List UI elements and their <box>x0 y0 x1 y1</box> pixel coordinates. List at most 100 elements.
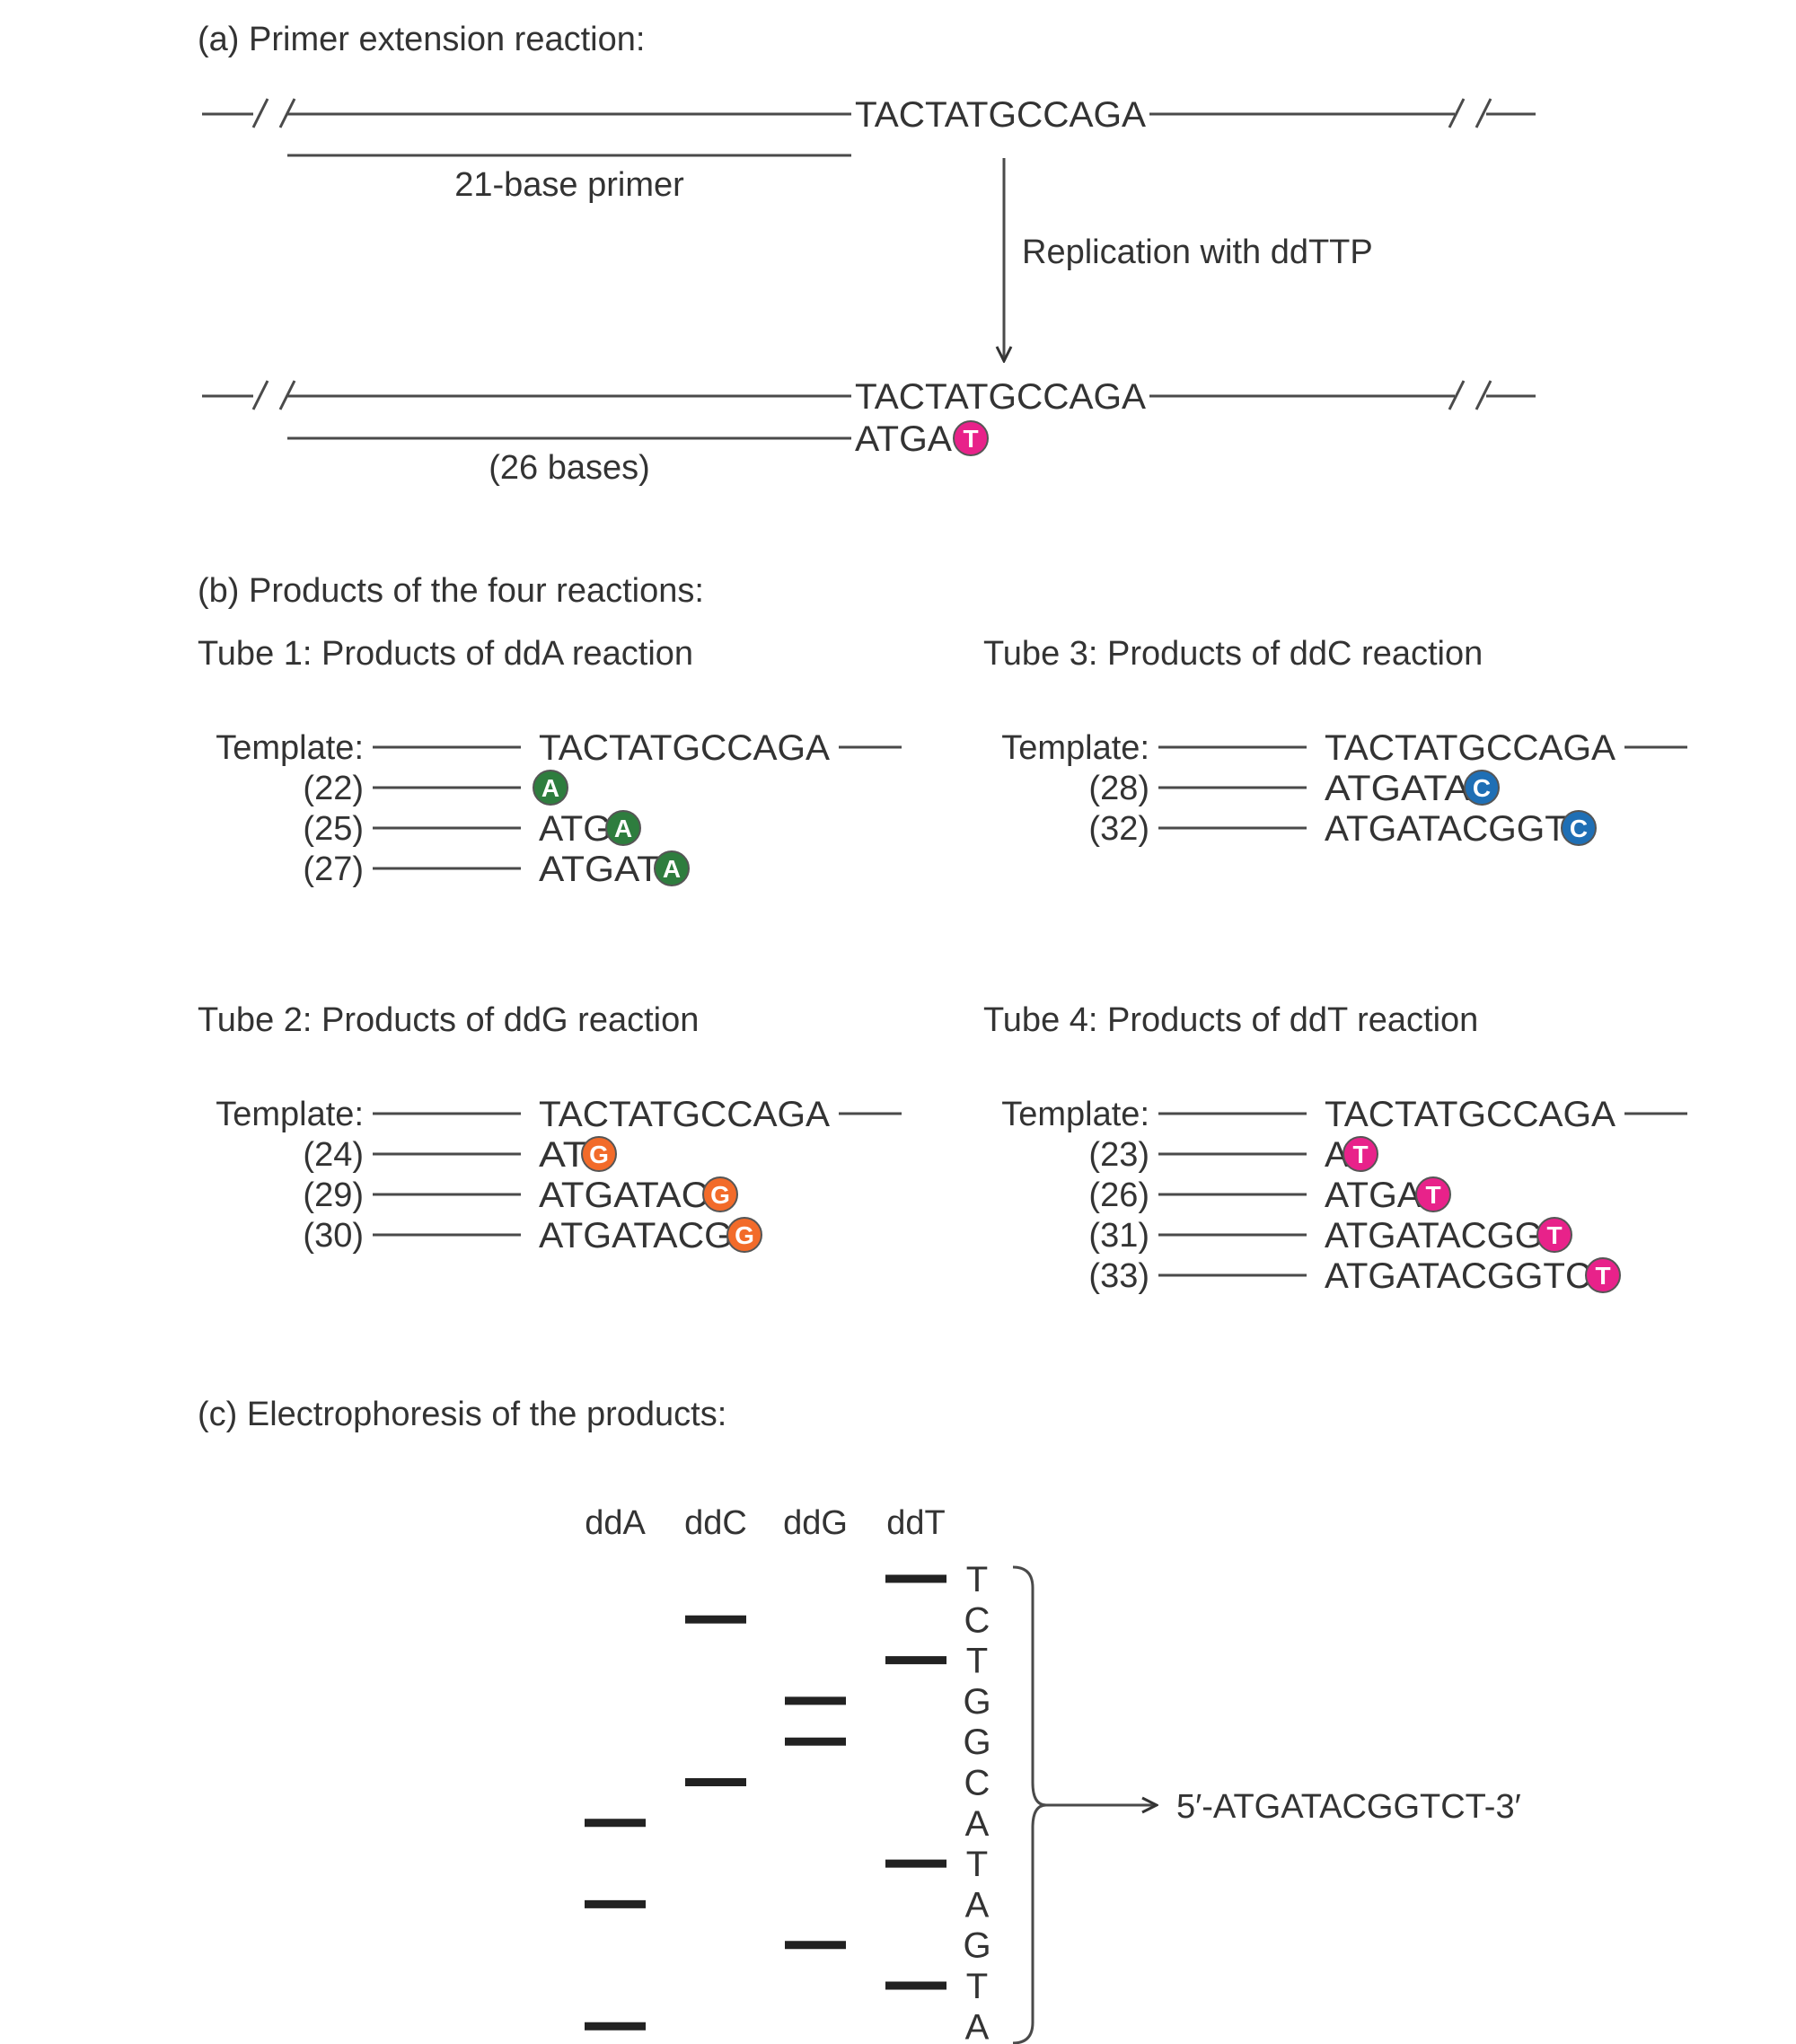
lane-label: ddC <box>684 1504 747 1542</box>
product-sequence: ATGATACGG <box>1325 1216 1543 1255</box>
product-length: (22) <box>303 770 364 807</box>
part-c-title: (c) Electrophoresis of the products: <box>198 1396 726 1433</box>
svg-text:T: T <box>1425 1181 1440 1209</box>
gel-base-label: A <box>965 2007 990 2044</box>
terminator-badge: C <box>1464 770 1500 806</box>
terminator-badge: T <box>1415 1176 1451 1212</box>
product-sequence: ATGATACGGT <box>1325 809 1567 849</box>
product-length: (26) <box>1088 1176 1149 1214</box>
tube-4: Tube 4: Products of ddT reactionTemplate… <box>983 1001 1687 1296</box>
svg-text:G: G <box>710 1181 730 1209</box>
product-sequence: ATGATAC <box>539 1176 709 1215</box>
terminator-badge: T <box>1343 1136 1378 1172</box>
gel-base-label: G <box>963 1682 990 1722</box>
gel-base-label: G <box>963 1722 990 1762</box>
terminator-badge: A <box>533 770 568 806</box>
template-sequence-top: TACTATGCCAGA <box>855 95 1146 135</box>
product-length: (25) <box>303 810 364 848</box>
product-sequence: ATG <box>539 809 612 849</box>
product-length: (28) <box>1088 770 1149 807</box>
ddt-terminator-badge: T <box>953 420 989 456</box>
terminator-badge: T <box>1585 1257 1621 1293</box>
product-length: (33) <box>1088 1257 1149 1295</box>
svg-text:G: G <box>589 1141 609 1168</box>
result-sequence: 5′-ATGATACGGTCT-3′ <box>1176 1788 1521 1826</box>
tube-title: Tube 3: Products of ddC reaction <box>983 635 1483 673</box>
replication-label: Replication with ddTTP <box>1022 233 1373 271</box>
primer-label: 21-base primer <box>454 166 684 204</box>
svg-text:G: G <box>735 1221 754 1249</box>
svg-text:T: T <box>1546 1221 1562 1249</box>
product-sequence: ATGA <box>1325 1176 1422 1215</box>
product-length-label: (26 bases) <box>489 449 650 487</box>
gel-base-label: T <box>966 1642 988 1681</box>
template-sequence: TACTATGCCAGA <box>539 1095 830 1134</box>
part-c: (c) Electrophoresis of the products: ddA… <box>198 1396 1521 2044</box>
product-sequence: ATGATA <box>1325 769 1470 808</box>
product-length: (32) <box>1088 810 1149 848</box>
template-label: Template: <box>216 1096 364 1133</box>
product-length: (24) <box>303 1136 364 1174</box>
tube-3: Tube 2: Products of ddG reactionTemplate… <box>198 1001 902 1255</box>
svg-text:T: T <box>1352 1141 1368 1168</box>
lane-label: ddG <box>783 1504 848 1542</box>
svg-text:A: A <box>541 774 559 802</box>
template-label: Template: <box>1001 1096 1149 1133</box>
product-length: (27) <box>303 850 364 888</box>
product-sequence: ATGAT <box>539 850 660 889</box>
tube-2: Tube 3: Products of ddC reactionTemplate… <box>983 635 1687 849</box>
terminator-badge: A <box>654 850 690 886</box>
part-a-title: (a) Primer extension reaction: <box>198 21 645 58</box>
template-sequence: TACTATGCCAGA <box>539 728 830 768</box>
svg-text:C: C <box>1570 815 1588 842</box>
svg-text:A: A <box>614 815 632 842</box>
part-b-title: (b) Products of the four reactions: <box>198 572 704 610</box>
terminator-badge: G <box>581 1136 617 1172</box>
svg-text:A: A <box>663 855 681 883</box>
template-label: Template: <box>1001 729 1149 767</box>
gel-base-label: T <box>966 1967 988 2006</box>
lane-label: ddA <box>585 1504 646 1542</box>
product-row: (22) A <box>303 770 568 807</box>
terminator-badge: G <box>702 1176 738 1212</box>
gel-base-label: T <box>966 1560 988 1599</box>
tube-title: Tube 4: Products of ddT reaction <box>983 1001 1478 1039</box>
product-sequence: ATGATACGGTC <box>1325 1256 1591 1296</box>
terminator-badge: G <box>726 1217 762 1253</box>
gel-base-label: A <box>965 1804 990 1844</box>
gel-base-label: T <box>966 1845 988 1884</box>
tubes-container: Tube 1: Products of ddA reactionTemplate… <box>198 635 1687 1296</box>
gel-base-label: A <box>965 1885 990 1925</box>
part-a: (a) Primer extension reaction: TACTATGCC… <box>198 21 1536 487</box>
template-label: Template: <box>216 729 364 767</box>
gel-base-label: G <box>963 1926 990 1966</box>
part-b: (b) Products of the four reactions: Tube… <box>198 572 1687 1296</box>
gel-base-label: C <box>964 1764 990 1803</box>
terminator-badge: C <box>1561 810 1597 846</box>
tube-1: Tube 1: Products of ddA reactionTemplate… <box>198 635 902 889</box>
tube-title: Tube 1: Products of ddA reaction <box>198 635 693 673</box>
product-length: (30) <box>303 1217 364 1255</box>
product-length: (23) <box>1088 1136 1149 1174</box>
product-sequence: AT <box>539 1135 587 1175</box>
svg-text:T: T <box>963 425 978 453</box>
terminator-badge: A <box>605 810 641 846</box>
template-sequence: TACTATGCCAGA <box>1325 1095 1616 1134</box>
template-strand-top <box>202 98 1536 128</box>
extended-primer-sequence: ATGA <box>855 419 952 459</box>
template-sequence-bottom: TACTATGCCAGA <box>855 377 1146 417</box>
product-sequence: ATGATACG <box>539 1216 733 1255</box>
